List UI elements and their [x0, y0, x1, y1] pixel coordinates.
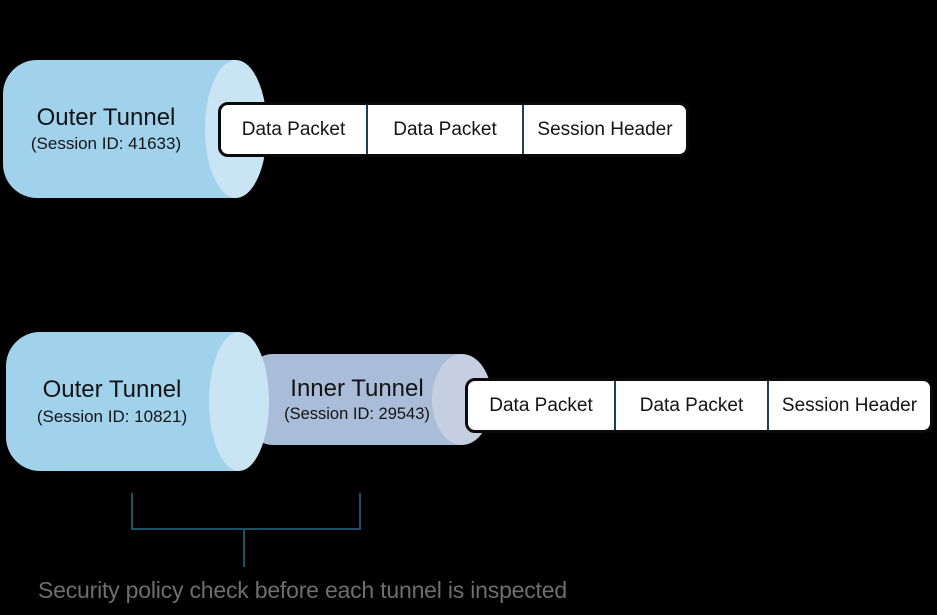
data-packet-segment: Data Packet — [241, 118, 346, 140]
data-packet-segment: Data Packet — [614, 381, 767, 430]
data-packet-segment: Data Packet — [489, 394, 593, 416]
packet-strip-bottom: Data Packet Data Packet Session Header — [465, 378, 933, 433]
bracket-stem — [243, 528, 245, 567]
session-header-segment: Session Header — [522, 105, 686, 154]
session-header-segment: Session Header — [767, 381, 930, 430]
bracket-horizontal-line — [131, 528, 361, 530]
outer-tunnel-2-cylinder — [6, 332, 239, 471]
data-packet-segment: Data Packet — [366, 105, 522, 154]
bracket-right-tick — [359, 493, 361, 530]
inner-tunnel-cylinder — [247, 354, 462, 445]
packet-strip-top: Data Packet Data Packet Session Header — [218, 102, 689, 157]
bracket-left-tick — [131, 493, 133, 530]
outer-tunnel-1-cylinder — [3, 60, 236, 198]
security-policy-caption: Security policy check before each tunnel… — [38, 577, 567, 603]
outer-tunnel-2-cylinder-cap — [209, 332, 269, 471]
